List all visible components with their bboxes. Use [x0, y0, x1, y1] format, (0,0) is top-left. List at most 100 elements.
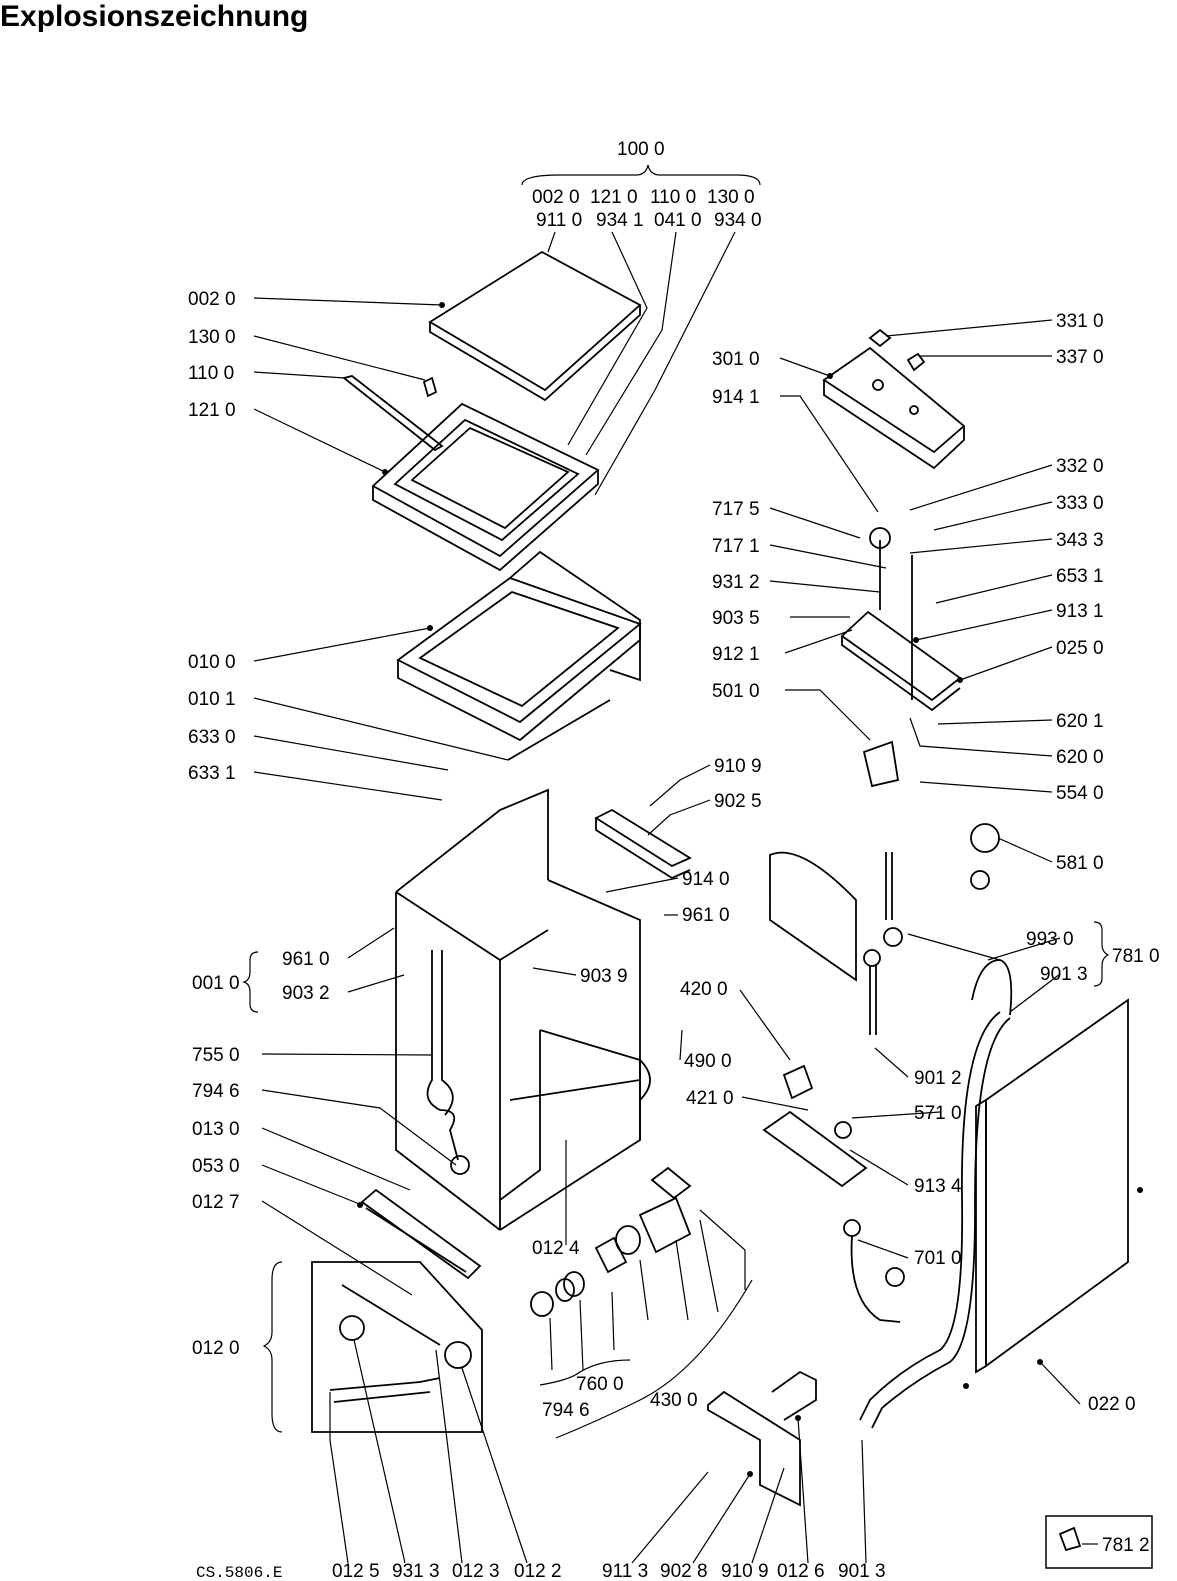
drawing-code: CS.5806.E	[196, 1564, 282, 1581]
label-010-0: 010 0	[188, 652, 236, 673]
label-012-7: 012 7	[192, 1192, 240, 1213]
label-337-0: 337 0	[1056, 347, 1104, 368]
label-343-3: 343 3	[1056, 530, 1104, 551]
brace-781-0	[1093, 921, 1110, 987]
label-012-3: 012 3	[452, 1561, 500, 1581]
side-panel-022-0	[975, 998, 1129, 1374]
header-row1-3: 130 0	[707, 187, 755, 208]
label-911-3: 911 3	[602, 1561, 648, 1581]
label-012-6: 012 6	[777, 1561, 825, 1581]
label-301-0: 301 0	[712, 349, 760, 370]
bracket-012-6	[707, 1370, 817, 1507]
part-dots	[357, 302, 1143, 1477]
motor-420-0	[762, 1064, 868, 1188]
pressure-switch-717-5	[869, 527, 891, 549]
knob-331-0	[868, 328, 892, 348]
page-title: Explosionszeichnung	[0, 0, 309, 33]
label-421-0: 421 0	[686, 1088, 734, 1109]
label-931-3: 931 3	[392, 1561, 440, 1581]
header-leaders	[547, 231, 736, 496]
label-633-0: 633 0	[188, 727, 236, 748]
cabinet-001-0	[395, 788, 651, 1231]
label-012-4: 012 4	[532, 1238, 580, 1259]
label-633-1: 633 1	[188, 763, 236, 784]
label-012-5: 012 5	[332, 1561, 380, 1581]
label-501-0: 501 0	[712, 681, 760, 702]
label-912-1: 912 1	[712, 644, 760, 665]
label-331-0: 331 0	[1056, 311, 1104, 332]
label-701-0: 701 0	[914, 1248, 962, 1269]
shock-rod-901-2	[863, 852, 903, 1035]
label-903-2: 903 2	[282, 983, 330, 1004]
label-910-9-b: 910 9	[721, 1561, 769, 1581]
label-901-3-b: 901 3	[838, 1561, 886, 1581]
label-910-9-a: 910 9	[714, 756, 762, 777]
group-label-100-0: 100 0	[617, 139, 665, 160]
label-961-0-a: 961 0	[282, 949, 330, 970]
motor-501-0	[862, 740, 900, 788]
label-110-0: 110 0	[188, 363, 234, 384]
inset-781-2: 781 2	[1045, 1515, 1153, 1569]
label-010-1: 010 1	[188, 689, 236, 710]
frame-010-0	[396, 550, 642, 761]
label-903-9: 903 9	[580, 966, 628, 987]
label-022-0: 022 0	[1088, 1394, 1136, 1415]
pump-581-0	[970, 823, 1000, 890]
label-025-0: 025 0	[1056, 638, 1104, 659]
label-755-0: 755 0	[192, 1045, 240, 1066]
label-130-0: 130 0	[188, 327, 236, 348]
label-653-1: 653 1	[1056, 566, 1104, 587]
label-620-1: 620 1	[1056, 711, 1104, 732]
knob-337-0	[906, 352, 926, 372]
pump-assembly-430-0	[530, 1166, 692, 1317]
label-333-0: 333 0	[1056, 493, 1104, 514]
label-931-2: 931 2	[712, 572, 760, 593]
holder-912-1	[840, 540, 962, 712]
brace-012-0	[262, 1261, 283, 1433]
label-490-0: 490 0	[684, 1051, 732, 1072]
label-902-5: 902 5	[714, 791, 762, 812]
brace-001-0	[242, 951, 259, 1013]
label-961-0-b: 961 0	[682, 905, 730, 926]
label-717-5: 717 5	[712, 499, 760, 520]
drain-hose-701-0	[843, 1219, 905, 1323]
rear-bracket-902-5	[594, 808, 692, 880]
label-717-1: 717 1	[712, 536, 760, 557]
header-row2-2: 041 0	[654, 210, 702, 231]
hinge-130-0	[422, 376, 438, 398]
label-902-8: 902 8	[660, 1561, 708, 1581]
label-012-0: 012 0	[192, 1338, 240, 1359]
label-012-2: 012 2	[514, 1561, 562, 1581]
label-903-5: 903 5	[712, 608, 760, 629]
label-420-0: 420 0	[680, 979, 728, 1000]
label-121-0: 121 0	[188, 400, 236, 421]
label-013-0: 013 0	[192, 1119, 240, 1140]
label-794-6-b: 794 6	[542, 1400, 590, 1421]
frame-121-0	[371, 402, 600, 572]
label-993-0: 993 0	[1026, 929, 1074, 950]
label-914-0: 914 0	[682, 869, 730, 890]
label-554-0: 554 0	[1056, 783, 1104, 804]
label-901-3-a: 901 3	[1040, 964, 1088, 985]
header-row2-1: 934 1	[596, 210, 644, 231]
panel-053-0	[360, 1188, 482, 1280]
label-053-0: 053 0	[192, 1156, 240, 1177]
header-row2-0: 911 0	[536, 210, 582, 231]
lid-002-0	[428, 250, 642, 402]
label-901-2: 901 2	[914, 1068, 962, 1089]
label-001-0: 001 0	[192, 973, 240, 994]
label-913-4: 913 4	[914, 1176, 962, 1197]
header-row1-0: 002 0	[532, 187, 580, 208]
label-571-0: 571 0	[914, 1103, 962, 1124]
header-row1-1: 121 0	[590, 187, 638, 208]
label-914-1: 914 1	[712, 387, 760, 408]
label-913-1: 913 1	[1056, 601, 1104, 622]
panel-301-0	[822, 346, 966, 470]
label-794-6-a: 794 6	[192, 1081, 240, 1102]
bracket-110-0	[342, 375, 444, 452]
label-781-2: 781 2	[1102, 1535, 1150, 1556]
leader-lines	[253, 297, 1081, 1564]
label-002-0: 002 0	[188, 289, 236, 310]
header-row1-2: 110 0	[650, 187, 696, 208]
